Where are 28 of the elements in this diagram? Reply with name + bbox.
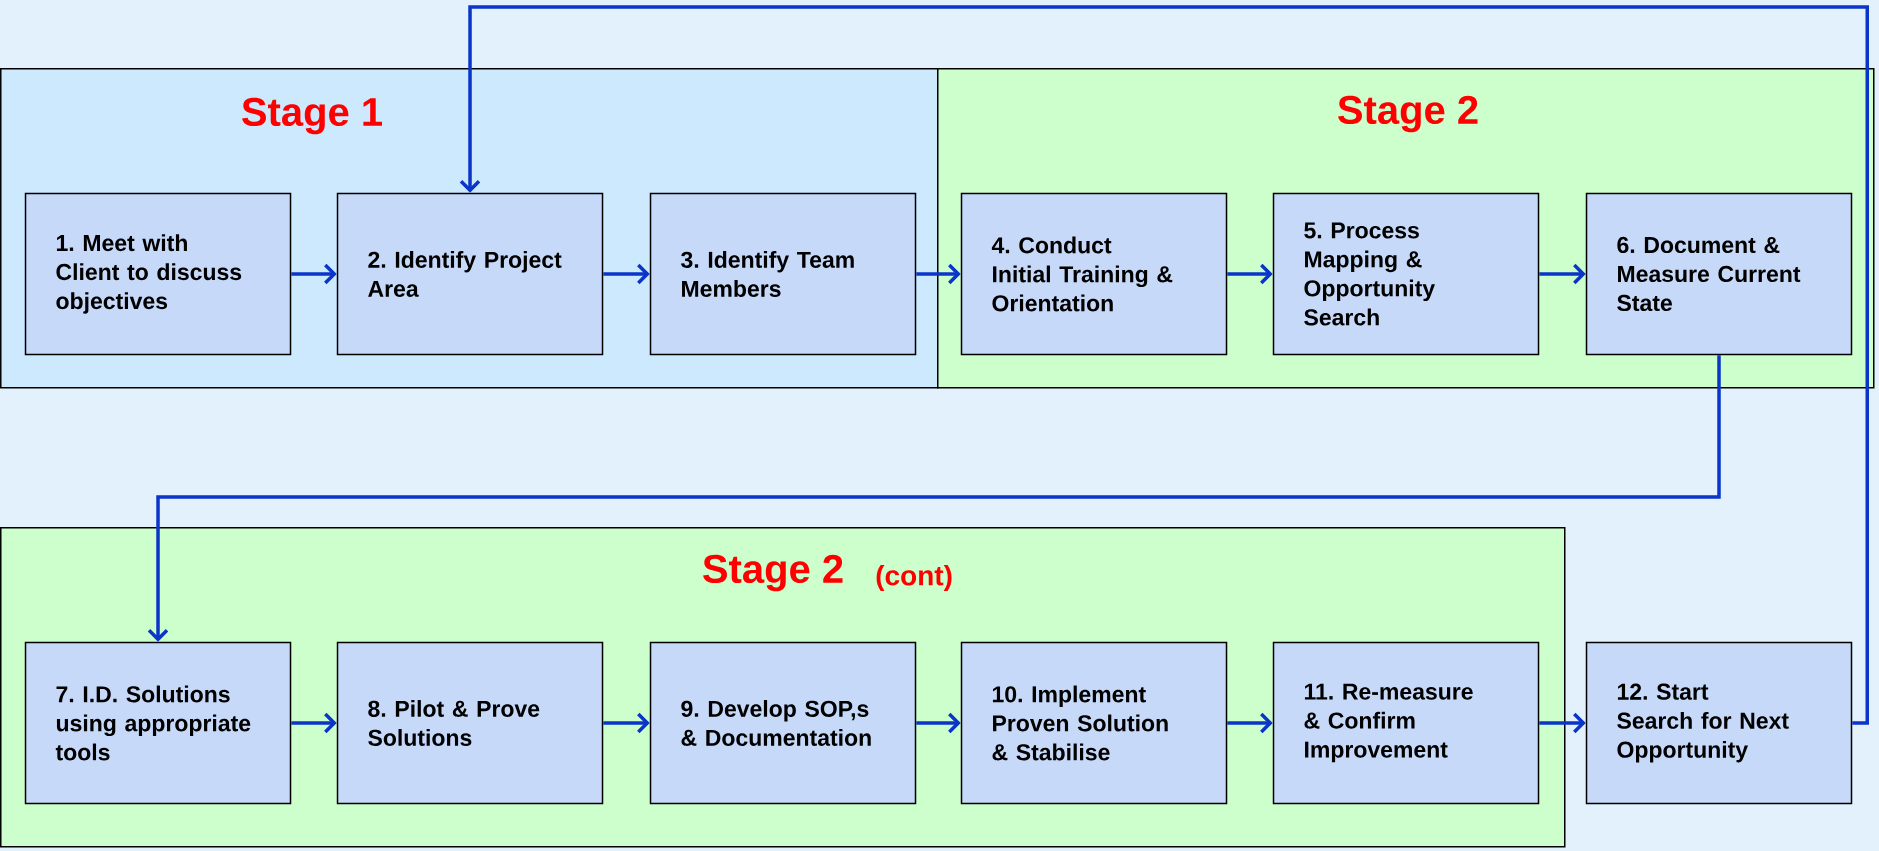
arrow <box>459 5 1869 725</box>
arrow <box>603 263 650 285</box>
arrow <box>603 712 650 734</box>
arrow <box>1227 263 1273 285</box>
arrow <box>916 712 961 734</box>
stage-heading: Stage 2 <box>703 554 843 592</box>
stage-heading: (cont) <box>876 564 952 592</box>
process-box: 8. Pilot & Prove Solutions <box>336 641 604 805</box>
arrow <box>1539 712 1586 734</box>
arrow <box>291 712 337 734</box>
process-box: 1. Meet with Client to discuss objectives <box>24 192 292 356</box>
process-box: 10. Implement Proven Solution & Stabilise <box>960 641 1228 805</box>
arrow <box>1227 712 1273 734</box>
arrow <box>291 263 337 285</box>
arrow <box>1539 263 1586 285</box>
process-box: 4. Conduct Initial Training & Orientation <box>960 192 1228 356</box>
arrow <box>147 355 1721 642</box>
process-box: 6. Document & Measure Current State <box>1585 192 1853 356</box>
process-box: 2. Identify Project Area <box>336 192 604 356</box>
process-box: 11. Re-measure & Confirm Improvement <box>1272 641 1540 805</box>
stage-heading: Stage 1 <box>242 97 382 135</box>
process-box: 3. Identify Team Members <box>649 192 917 356</box>
process-box: 9. Develop SOP,s & Documentation <box>649 641 917 805</box>
process-box: 7. I.D. Solutions using appropriate tools <box>24 641 292 805</box>
arrow <box>916 263 961 285</box>
process-box: 12. Start Search for Next Opportunity <box>1585 641 1853 805</box>
stage-heading: Stage 2 <box>1338 95 1478 133</box>
process-box: 5. Process Mapping & Opportunity Search <box>1272 192 1540 356</box>
